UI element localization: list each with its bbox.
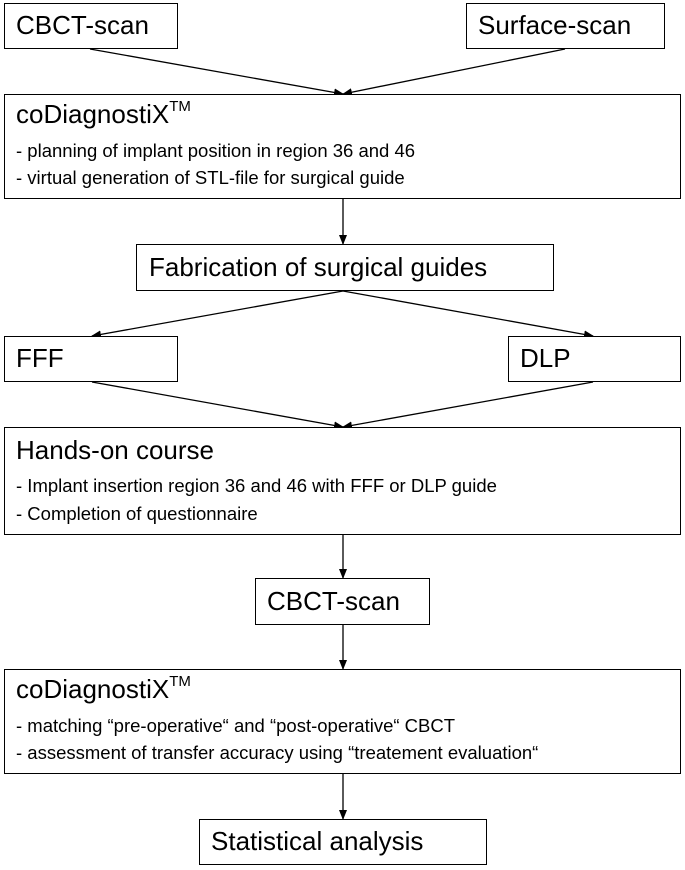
dlp-box: DLP	[508, 336, 681, 382]
codiagnostix-evaluation-bullet-1: - matching “pre-operative“ and “post-ope…	[16, 715, 456, 736]
surface-scan-box: Surface-scan	[466, 3, 665, 49]
codiagnostix-planning-bullet-1: - planning of implant position in region…	[16, 140, 416, 161]
hands-on-course-box: Hands-on course - Implant insertion regi…	[4, 427, 681, 535]
fabrication-label: Fabrication of surgical guides	[149, 252, 488, 282]
statistical-analysis-box: Statistical analysis	[199, 819, 487, 865]
codiagnostix-planning-title: coDiagnostiXTM	[16, 98, 191, 129]
hands-on-course-bullet-1: - Implant insertion region 36 and 46 wit…	[16, 475, 497, 496]
cbct-scan-post-label: CBCT-scan	[267, 586, 400, 616]
arrow-dlp-to-handson	[342, 381, 594, 430]
codiagnostix-evaluation-box: coDiagnostiXTM - matching “pre-operative…	[4, 669, 681, 774]
codiagnostix-evaluation-bullet-2: - assessment of transfer accuracy using …	[16, 742, 539, 763]
hands-on-course-bullet-2: - Completion of questionnaire	[16, 503, 258, 524]
arrow-cbct-to-codiagnostix	[89, 48, 344, 97]
fff-box: FFF	[4, 336, 178, 382]
fff-label: FFF	[16, 343, 64, 373]
fabrication-box: Fabrication of surgical guides	[136, 244, 554, 291]
arrow-fabrication-to-fff	[91, 290, 344, 339]
arrow-surface-to-codiagnostix	[342, 48, 566, 97]
statistical-analysis-label: Statistical analysis	[211, 826, 424, 856]
cbct-scan-top-label: CBCT-scan	[16, 10, 149, 40]
surface-scan-label: Surface-scan	[478, 10, 632, 40]
cbct-scan-post-box: CBCT-scan	[255, 578, 430, 625]
dlp-label: DLP	[520, 343, 571, 373]
arrow-fabrication-to-dlp	[342, 290, 594, 339]
hands-on-course-title: Hands-on course	[16, 435, 214, 465]
codiagnostix-evaluation-title: coDiagnostiXTM	[16, 673, 191, 704]
codiagnostix-planning-bullet-2: - virtual generation of STL-file for sur…	[16, 167, 405, 188]
arrow-fff-to-handson	[91, 381, 344, 430]
cbct-scan-top-box: CBCT-scan	[4, 3, 178, 49]
codiagnostix-planning-box: coDiagnostiXTM - planning of implant pos…	[4, 94, 681, 199]
